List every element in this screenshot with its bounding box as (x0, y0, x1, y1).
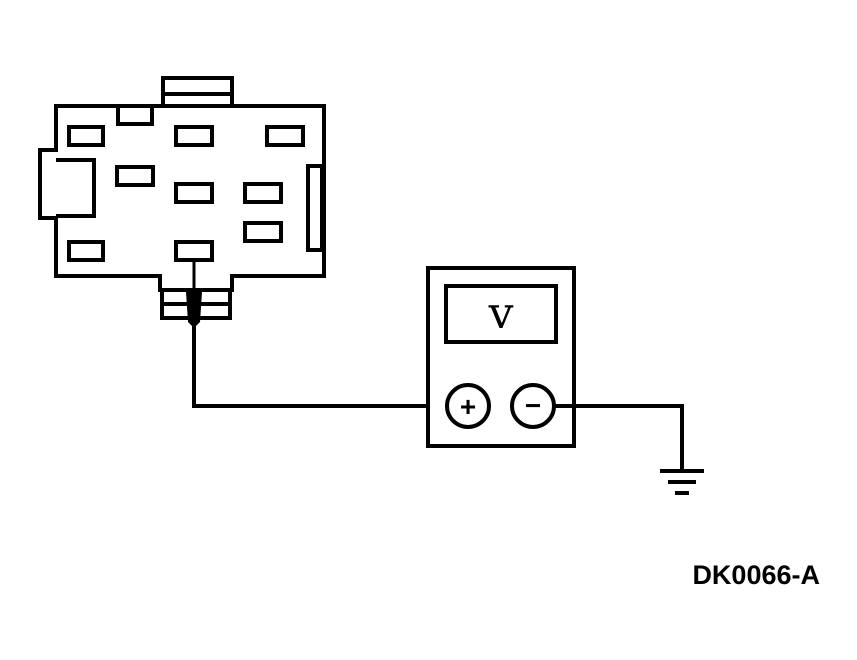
connector (38, 76, 326, 320)
positive-terminal (445, 383, 491, 429)
terminal-cavity (115, 165, 155, 187)
terminal-cavity-probed (174, 240, 214, 262)
voltmeter: v + − (426, 266, 576, 448)
voltmeter-display-symbol: v (488, 288, 514, 339)
terminal-cavity (67, 240, 105, 262)
terminal-cavity (265, 125, 305, 147)
connector-left-inner-step (56, 158, 96, 218)
back-probe (186, 262, 202, 328)
ground-icon (660, 469, 704, 495)
positive-terminal-label: + (460, 391, 476, 422)
voltmeter-display (444, 284, 558, 344)
terminal-cavity (67, 125, 105, 147)
negative-test-lead (554, 404, 684, 470)
figure-code: DK0066-A (692, 560, 820, 590)
terminal-cavity (174, 125, 214, 147)
terminal-cavity (243, 221, 283, 243)
connector-right-rail (306, 164, 324, 252)
connector-top-notch (116, 104, 154, 126)
negative-terminal-label: − (525, 390, 541, 421)
terminal-cavity (243, 182, 283, 204)
positive-test-lead (192, 326, 446, 408)
probe-tip (186, 292, 202, 328)
terminal-cavity (174, 182, 214, 204)
